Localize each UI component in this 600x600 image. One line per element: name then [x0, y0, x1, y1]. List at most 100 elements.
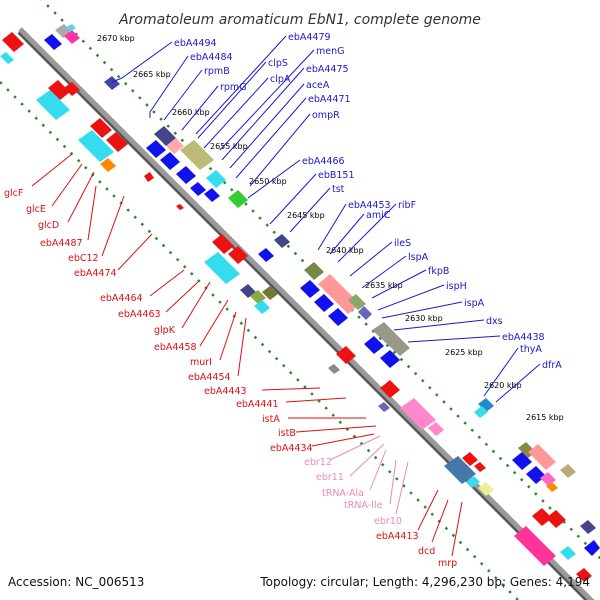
- gene-block: [400, 398, 436, 430]
- forward-gene-blocks: [44, 24, 600, 556]
- gene-arrow: [428, 422, 444, 436]
- gene-arrow: [90, 118, 112, 138]
- gene-label: ebA4487: [40, 238, 83, 249]
- kbp-label: 2625 kbp: [445, 348, 483, 357]
- gene-block: [378, 402, 390, 412]
- gene-label: ebA4494: [174, 38, 217, 49]
- gene-label: glcE: [26, 204, 46, 215]
- gene-label: ebr11: [316, 472, 344, 483]
- gene-arrow: [380, 350, 400, 368]
- gene-arrow: [2, 32, 24, 52]
- gene-block: [358, 306, 372, 320]
- gene-arrow: [584, 540, 600, 556]
- gene-label: ileS: [394, 238, 411, 249]
- gene-label: ebA4475: [306, 64, 349, 75]
- gene-block: [318, 274, 360, 314]
- gene-block: [274, 234, 290, 248]
- gene-block: [528, 444, 556, 470]
- gene-label: ebA4454: [188, 372, 231, 383]
- kbp-label: 2620 kbp: [484, 381, 522, 390]
- gene-label: ebA4466: [302, 156, 345, 167]
- gene-block: [206, 170, 226, 188]
- gene-label: menG: [316, 46, 344, 57]
- kbp-label: 2615 kbp: [526, 413, 564, 422]
- gene-arrow: [364, 336, 384, 354]
- gene-block: [204, 252, 240, 284]
- gene-label: dxs: [486, 316, 503, 327]
- kbp-label: 2645 kbp: [287, 211, 325, 220]
- gene-label: ebB151: [318, 170, 355, 181]
- gene-label: thyA: [520, 344, 542, 355]
- gene-label: dfrA: [542, 360, 562, 371]
- gene-arrow: [512, 452, 532, 470]
- gene-block: [514, 526, 556, 566]
- gene-label: mrp: [438, 558, 457, 569]
- gene-block: [104, 76, 120, 90]
- gene-block: [580, 520, 596, 534]
- gene-arrow: [176, 204, 184, 210]
- gene-arrow: [300, 280, 320, 298]
- inner-tick-line: [0, 81, 519, 600]
- accession-text: Accession: NC_006513: [8, 575, 144, 589]
- gene-label: ebC12: [68, 253, 99, 264]
- gene-block: [328, 364, 340, 374]
- gene-label: rpmG: [220, 82, 247, 93]
- gene-label: tst: [332, 184, 345, 195]
- gene-block: [372, 322, 410, 356]
- gene-arrow: [48, 80, 70, 100]
- forward-label-group: ebA4494 ebA4484 rpmB rpmG ebA4479 clpS c…: [174, 32, 562, 371]
- gene-block: [474, 406, 488, 418]
- gene-label: rpmB: [204, 66, 230, 77]
- gene-arrow: [336, 346, 356, 364]
- gene-label: ebA4471: [308, 94, 351, 105]
- gene-arrow: [462, 452, 478, 466]
- gene-arrow: [44, 34, 62, 50]
- gene-arrow: [146, 140, 166, 158]
- gene-arrow: [0, 52, 14, 64]
- kbp-label: 2650 kbp: [249, 177, 287, 186]
- gene-label: ebr12: [304, 457, 332, 468]
- gene-label: istB: [278, 428, 296, 439]
- kbp-label: 2670 kbp: [97, 34, 135, 43]
- gene-arrow: [204, 188, 220, 202]
- gene-label: ispH: [446, 281, 467, 292]
- gene-label: ebA4434: [270, 443, 313, 454]
- gene-label: murI: [190, 357, 212, 368]
- gene-label: istA: [262, 414, 280, 425]
- gene-label: ribF: [398, 200, 416, 211]
- gene-label: ebA4474: [74, 268, 117, 279]
- gene-block: [304, 262, 324, 280]
- gene-block: [560, 464, 576, 478]
- gene-block: [546, 482, 558, 492]
- gene-label: glpK: [154, 325, 176, 336]
- gene-label: ispA: [464, 298, 485, 309]
- gene-arrow: [328, 308, 348, 326]
- gene-label: tRNA-Ile: [344, 500, 383, 511]
- kbp-label: 2665 kbp: [133, 70, 171, 79]
- reverse-gene-blocks: [0, 32, 592, 582]
- reverse-label-group: glcF glcE glcD ebA4487 ebC12 ebA4474 ebA…: [4, 188, 457, 569]
- map-title: Aromatoleum aromaticum EbN1, complete ge…: [118, 12, 481, 28]
- gene-label: lspA: [408, 252, 429, 263]
- gene-label: ebA4464: [100, 293, 143, 304]
- rna-label-group: ebr12 ebr11 tRNA-Ala tRNA-Ile ebr10: [304, 457, 402, 527]
- gene-block: [180, 140, 214, 170]
- kbp-label: 2655 kbp: [210, 142, 248, 151]
- gene-block: [466, 476, 480, 488]
- gene-arrow: [190, 182, 206, 196]
- gene-block: [560, 546, 576, 560]
- gene-label: ebA4413: [376, 531, 419, 542]
- gene-label: ebA4458: [154, 342, 197, 353]
- genome-summary-text: Topology: circular; Length: 4,296,230 bp…: [259, 575, 590, 589]
- kbp-scale: 2670 kbp 2665 kbp 2660 kbp 2655 kbp 2650…: [97, 34, 564, 422]
- gene-label: ebA4441: [236, 399, 279, 410]
- gene-label: glcD: [38, 220, 59, 231]
- gene-block: [154, 126, 176, 146]
- gene-arrow: [526, 466, 546, 484]
- gene-block: [66, 24, 76, 32]
- gene-block: [348, 294, 366, 310]
- gene-label: ompR: [312, 110, 340, 121]
- gene-label: ebA4438: [502, 332, 545, 343]
- rna-leader-lines: [329, 435, 409, 515]
